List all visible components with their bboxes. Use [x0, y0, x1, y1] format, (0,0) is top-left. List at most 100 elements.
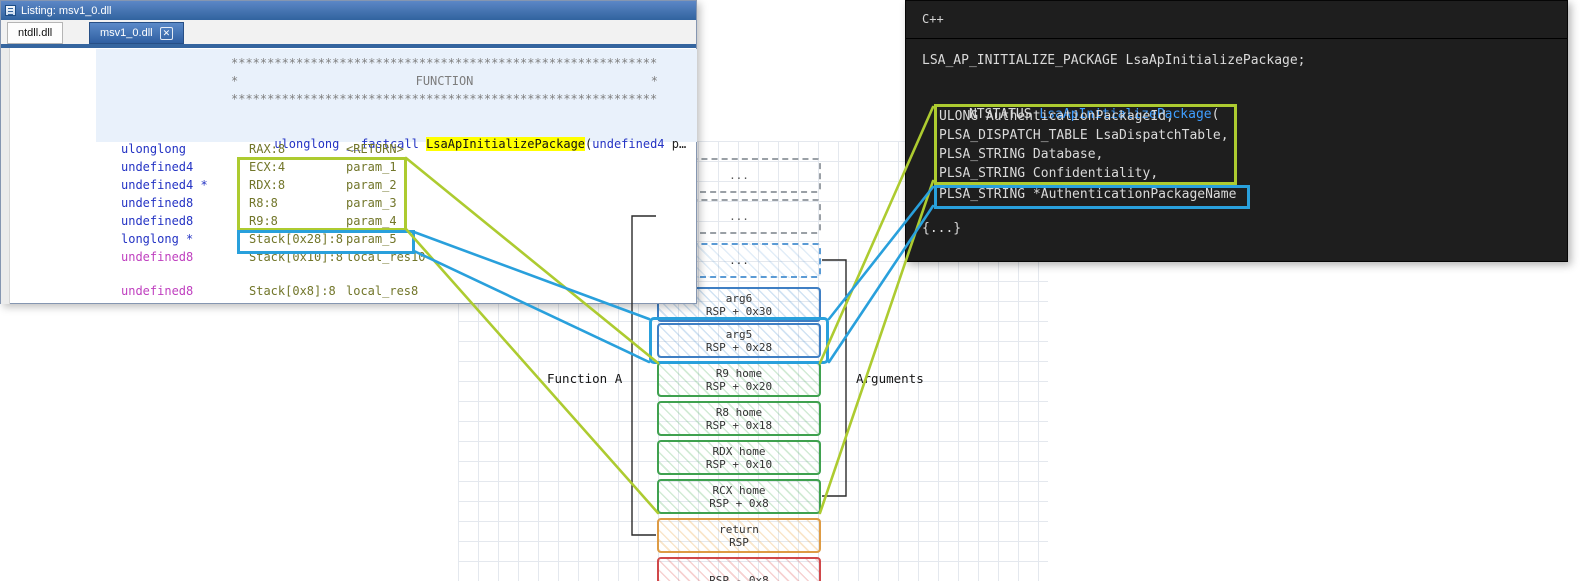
- param-storage: Stack[0x8]:8: [249, 284, 336, 298]
- param-name: param_2: [346, 178, 397, 192]
- cpp-open-paren: (: [1211, 107, 1220, 122]
- param-type: ulonglong: [121, 142, 187, 156]
- listing-param-row[interactable]: longlong * Stack[0x28]:8 param_5: [1, 232, 698, 247]
- comment-edge: *: [650, 74, 658, 88]
- register-params-highlight-box: [237, 157, 407, 231]
- param-storage: RDX:8: [249, 178, 286, 192]
- signature-prefix: ulonglong __fastcall: [274, 137, 427, 151]
- cpp-param-line: PLSA_STRING Confidentiality,: [939, 166, 1159, 181]
- param-name: local_res8: [346, 284, 419, 298]
- slot-name: arg5: [725, 327, 753, 341]
- comment-stars-line: ****************************************…: [231, 56, 658, 70]
- cpp-param-line: PLSA_STRING *AuthenticationPackageName: [939, 187, 1237, 202]
- cpp-param-line: ULONG AuthenticationPackageId,: [939, 109, 1174, 124]
- tab-bar: ntdll.dll msv1_0.dll ✕: [1, 20, 696, 44]
- cpp-header-divider: [906, 38, 1567, 39]
- tab-label: msv1_0.dll: [100, 27, 153, 39]
- cpp-code-panel: C++ LSA_AP_INITIALIZE_PACKAGE LsaApIniti…: [905, 0, 1568, 262]
- slot-name: ...: [729, 254, 749, 267]
- listing-param-row[interactable]: undefined4 ECX:4 param_1: [1, 160, 698, 175]
- signature-paren: (: [585, 137, 593, 151]
- param-name: param_4: [346, 214, 397, 228]
- slot-name: ...: [729, 169, 749, 182]
- param-storage: RAX:8: [249, 142, 286, 156]
- cpp-function-line: NTSTATUS LsaApInitializePackage(: [922, 91, 1219, 139]
- slot-offset: RSP: [729, 535, 749, 549]
- slot-name: R9 home: [715, 366, 763, 380]
- param-storage: Stack[0x28]:8: [249, 232, 343, 246]
- stack-param5-highlight-box: [237, 230, 415, 254]
- param-name: param_1: [346, 160, 397, 174]
- cpp-param-line: PLSA_STRING Database,: [939, 147, 1104, 162]
- listing-param-row[interactable]: undefined8 R8:8 param_3: [1, 196, 698, 211]
- slot-name: R8 home: [715, 405, 763, 419]
- cpp-param-line: PLSA_DISPATCH_TABLE LsaDispatchTable,: [939, 128, 1229, 143]
- slot-offset: RSP + 0x30: [705, 304, 773, 318]
- param-name: <RETURN>: [346, 142, 404, 156]
- comment-title: FUNCTION: [415, 74, 474, 88]
- listing-param-row[interactable]: undefined8 R9:8 param_4: [1, 214, 698, 229]
- param-name: param_3: [346, 196, 397, 210]
- listing-icon: [5, 5, 16, 16]
- param-storage: ECX:4: [249, 160, 286, 174]
- signature-rest: p…: [664, 137, 687, 151]
- slot-offset: RSP - 0x8: [709, 573, 769, 581]
- tab-label: ntdll.dll: [18, 27, 53, 39]
- slot-offset: RSP + 0x8: [709, 496, 769, 510]
- cpp-register-params-highlight-box: [934, 104, 1237, 185]
- param-type: undefined8: [121, 196, 194, 210]
- close-icon[interactable]: ✕: [159, 26, 174, 40]
- cpp-language-tab: C++: [922, 12, 944, 26]
- arguments-label: Arguments: [856, 371, 924, 386]
- window-titlebar[interactable]: Listing: msv1_0.dll: [1, 1, 696, 20]
- param-type: undefined8: [121, 284, 194, 298]
- cpp-body-line: {...}: [922, 221, 962, 236]
- signature-arg-type: undefined4: [592, 137, 665, 151]
- tab-ntdll[interactable]: ntdll.dll: [7, 22, 64, 44]
- signature-function-name: LsaApInitializePackage: [426, 137, 586, 151]
- slot-name: ...: [729, 210, 749, 223]
- tab-accent-strip: [1, 44, 696, 48]
- window-title: Listing: msv1_0.dll: [21, 4, 112, 17]
- slot-name: RDX home: [712, 444, 766, 458]
- comment-function-line: * FUNCTION *: [231, 74, 658, 89]
- param-type: undefined4 *: [121, 178, 208, 192]
- listing-param-row[interactable]: undefined4 * RDX:8 param_2: [1, 178, 698, 193]
- stack-slot-below-rsp: RSP - 0x8: [657, 557, 821, 581]
- function-signature-line[interactable]: ulonglong __fastcall LsaApInitializePack…: [231, 122, 686, 167]
- slot-offset: RSP + 0x20: [705, 379, 773, 393]
- ghidra-listing-window: Listing: msv1_0.dll ntdll.dll msv1_0.dll…: [0, 0, 697, 304]
- comment-edge: *: [231, 74, 239, 88]
- param-name: param_5: [346, 232, 397, 246]
- slot-name: arg6: [725, 291, 753, 305]
- tab-msv1-0[interactable]: msv1_0.dll ✕: [89, 22, 185, 44]
- slot-name: return: [719, 522, 759, 536]
- slot-offset: RSP + 0x18: [705, 418, 773, 432]
- plate-comment-background: [96, 49, 697, 142]
- arg5-highlight-box: [649, 317, 829, 364]
- listing-gutter: [1, 48, 10, 304]
- listing-param-row[interactable]: ulonglong RAX:8 <RETURN>: [1, 142, 698, 157]
- slot-offset: RSP + 0x10: [705, 457, 773, 471]
- cpp-declaration-line: LSA_AP_INITIALIZE_PACKAGE LsaApInitializ…: [922, 53, 1306, 68]
- param-type: undefined4: [121, 160, 194, 174]
- param-storage: R9:8: [249, 214, 278, 228]
- comment-stars-line: ****************************************…: [231, 92, 658, 106]
- cpp-return-type: NTSTATUS: [968, 107, 1040, 122]
- param-type: longlong *: [121, 232, 194, 246]
- listing-param-row[interactable]: undefined8 Stack[0x8]:8 local_res8: [1, 284, 698, 299]
- cpp-stack-param-highlight-box: [934, 185, 1250, 209]
- param-storage: R8:8: [249, 196, 278, 210]
- function-a-label: Function A: [547, 371, 623, 386]
- param-type: undefined8: [121, 250, 194, 264]
- slot-offset: RSP + 0x28: [705, 340, 773, 354]
- param-type: undefined8: [121, 214, 194, 228]
- slot-name: RCX home: [712, 483, 766, 497]
